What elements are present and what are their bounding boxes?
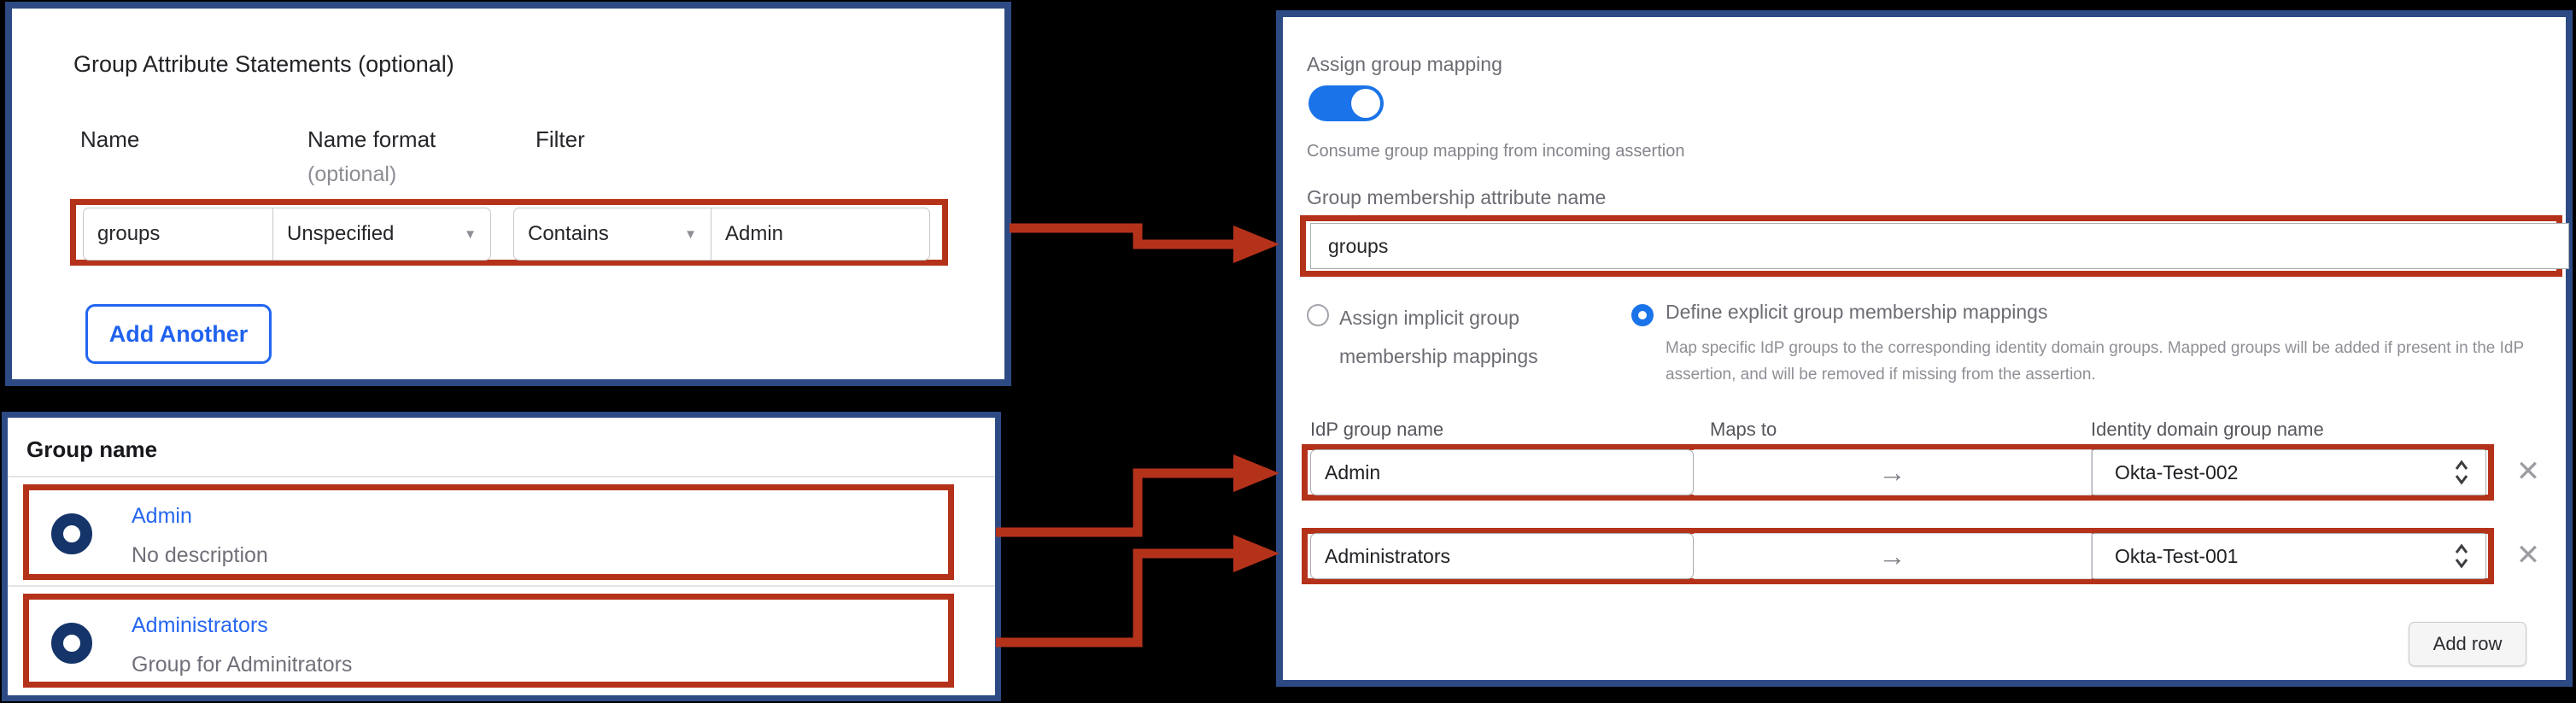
radio-implicit-label: Assign implicit group membership mapping…: [1339, 307, 1538, 367]
filter-operator-select[interactable]: Contains ▼: [513, 208, 711, 261]
highlight-box-mapping-row-administrators: → Okta-Test-001: [1302, 528, 2494, 584]
radio-explicit-label: Define explicit group membership mapping…: [1666, 301, 2048, 323]
group-link-administrators[interactable]: Administrators: [132, 613, 268, 637]
identity-groups-panel: Group name Admin No description Administ…: [2, 412, 1001, 701]
group-link-admin[interactable]: Admin: [132, 504, 192, 528]
attribute-statement-row: Unspecified ▼ Contains ▼: [83, 208, 930, 261]
membership-attribute-label: Group membership attribute name: [1307, 186, 1607, 208]
maps-to-cell: →: [1694, 449, 2092, 495]
remove-row-button[interactable]: ✕: [2509, 453, 2547, 490]
idp-group-input[interactable]: [1310, 533, 1694, 579]
group-membership-attribute-input[interactable]: [1310, 223, 2569, 269]
add-row-button[interactable]: Add row: [2409, 622, 2526, 666]
arrowhead-icon: [1233, 454, 1279, 492]
filter-value-input[interactable]: [711, 208, 930, 261]
toggle-knob: [1351, 89, 1380, 118]
highlight-box-attribute-row: Unspecified ▼ Contains ▼: [70, 199, 948, 266]
add-another-button[interactable]: Add Another: [85, 304, 272, 364]
connector-arrow-attribute: [1010, 223, 1235, 249]
cell-gap: [491, 208, 513, 261]
group-icon: [51, 513, 92, 554]
column-header-optional-note: (optional): [307, 162, 397, 186]
highlight-box-attribute-input: [1300, 215, 2569, 277]
chevron-down-icon: ▼: [464, 226, 477, 242]
group-description: No description: [132, 543, 268, 567]
arrowhead-icon: [1233, 535, 1279, 572]
okta-group-attribute-panel: Group Attribute Statements (optional) Na…: [5, 2, 1011, 386]
attribute-name-input[interactable]: [83, 208, 272, 261]
table-header-maps-to: Maps to: [1710, 419, 1777, 440]
group-description: Group for Adminitrators: [132, 653, 353, 677]
maps-to-arrow-icon: →: [1878, 456, 1906, 488]
connector-arrow-admin: [996, 468, 1235, 537]
column-header-name-format: Name format: [307, 126, 436, 152]
maps-to-arrow-icon: →: [1878, 540, 1906, 571]
divider: [8, 585, 995, 587]
maps-to-cell: →: [1694, 533, 2092, 579]
domain-group-select[interactable]: Okta-Test-002: [2092, 449, 2486, 495]
assign-group-mapping-label: Assign group mapping: [1307, 53, 1502, 75]
panel-title: Group Attribute Statements (optional): [73, 51, 454, 77]
arrowhead-icon: [1233, 226, 1279, 263]
table-header-idp-group: IdP group name: [1310, 419, 1444, 440]
column-header-name: Name: [80, 126, 140, 152]
chevron-down-icon: ▼: [684, 226, 697, 242]
domain-group-value: Okta-Test-002: [2115, 460, 2239, 483]
toggle-help-text: Consume group mapping from incoming asse…: [1307, 142, 1685, 161]
column-header-filter: Filter: [536, 126, 585, 152]
group-mapping-panel: Assign group mapping Consume group mappi…: [1276, 10, 2573, 687]
domain-group-select[interactable]: Okta-Test-001: [2092, 533, 2486, 579]
assign-group-mapping-toggle[interactable]: [1308, 85, 1384, 121]
name-format-value: Unspecified: [287, 222, 395, 245]
remove-row-button[interactable]: ✕: [2509, 536, 2547, 574]
group-icon: [51, 623, 92, 664]
highlight-box-group-administrators: Administrators Group for Adminitrators: [23, 594, 954, 688]
radio-explicit-mappings[interactable]: [1631, 304, 1654, 326]
divider: [8, 476, 995, 477]
name-format-select[interactable]: Unspecified ▼: [272, 208, 491, 261]
table-header-domain-group: Identity domain group name: [2091, 419, 2324, 440]
highlight-box-group-admin: Admin No description: [23, 484, 954, 580]
select-spinner-icon: [2455, 460, 2468, 485]
connector-arrow-administrators: [996, 548, 1235, 647]
radio-implicit-mappings[interactable]: [1307, 304, 1329, 326]
group-name-header: Group name: [26, 436, 158, 462]
highlight-box-mapping-row-admin: → Okta-Test-002: [1302, 444, 2494, 501]
idp-group-input[interactable]: [1310, 449, 1694, 495]
select-spinner-icon: [2455, 543, 2468, 569]
filter-operator-value: Contains: [528, 222, 609, 245]
domain-group-value: Okta-Test-001: [2115, 544, 2239, 567]
radio-explicit-description: Map specific IdP groups to the correspon…: [1666, 339, 2524, 384]
